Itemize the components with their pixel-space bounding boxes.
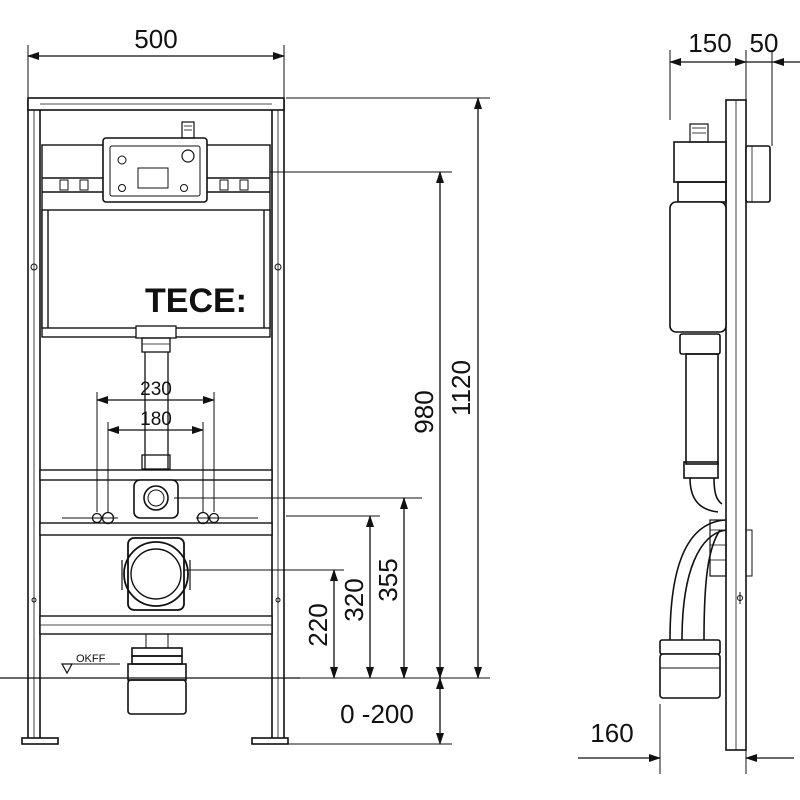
side-actuator-plate (745, 145, 771, 203)
side-view (659, 99, 771, 751)
dim-outlet-projection: 160 (578, 718, 794, 762)
frame-rails (39, 469, 273, 635)
side-cistern (669, 123, 727, 333)
dim-fixing-spacing-inner: 180 (107, 409, 204, 512)
side-dimensions: 150 50 160 (578, 28, 800, 774)
dim-frame-height: 1120 (446, 97, 482, 679)
floor-label: OKFF (76, 653, 106, 665)
cistern-clips (59, 179, 249, 191)
side-flush-pipe (679, 333, 723, 513)
side-frame-post (725, 99, 747, 751)
dim-fixing-height: 355 (373, 497, 408, 679)
dim-flush-height: 980 (409, 171, 444, 679)
front-view: TECE: (0, 97, 300, 745)
wc-fixing-points (62, 511, 258, 525)
dim-fixing-spacing-outer: 230 (96, 379, 215, 512)
dim-fixing-height-label: 355 (373, 558, 403, 601)
dim-foot-adjust: 0 -200 (340, 677, 444, 745)
drain-outlet (121, 537, 191, 611)
dim-panel-depth-label: 50 (750, 28, 779, 58)
dim-drain-height-label: 320 (339, 578, 369, 621)
waste-pipe (127, 634, 187, 715)
service-opening (102, 121, 208, 203)
dim-fixing-spacing-outer-label: 230 (140, 379, 172, 400)
side-drain-bend (659, 519, 727, 699)
dim-frame-depth: 150 (669, 28, 747, 66)
dim-frame-height-label: 1120 (446, 360, 476, 416)
dim-frame-width-label: 500 (134, 24, 177, 54)
flush-pipe (135, 325, 177, 470)
dim-fixing-spacing-inner-label: 180 (140, 409, 172, 430)
dim-drain-height: 320 (339, 515, 374, 679)
dim-flush-height-label: 980 (409, 390, 439, 433)
floor-level-marker: OKFF (0, 653, 300, 679)
dim-outlet-height: 220 (303, 569, 338, 679)
dim-outlet-height-label: 220 (303, 603, 333, 646)
tece-logo: TECE: (145, 282, 247, 320)
flush-connector (133, 479, 179, 519)
dim-frame-width: 500 (27, 24, 285, 98)
dim-panel-depth: 50 (746, 28, 800, 66)
frame-top-rail (27, 97, 285, 111)
dim-outlet-projection-label: 160 (590, 718, 633, 748)
dim-frame-depth-label: 150 (688, 28, 731, 58)
dim-foot-adjust-label: 0 -200 (340, 699, 414, 729)
side-fixings (737, 529, 753, 604)
front-dimensions: 500 230 180 1120 (27, 24, 490, 745)
frame-screws (30, 263, 282, 603)
